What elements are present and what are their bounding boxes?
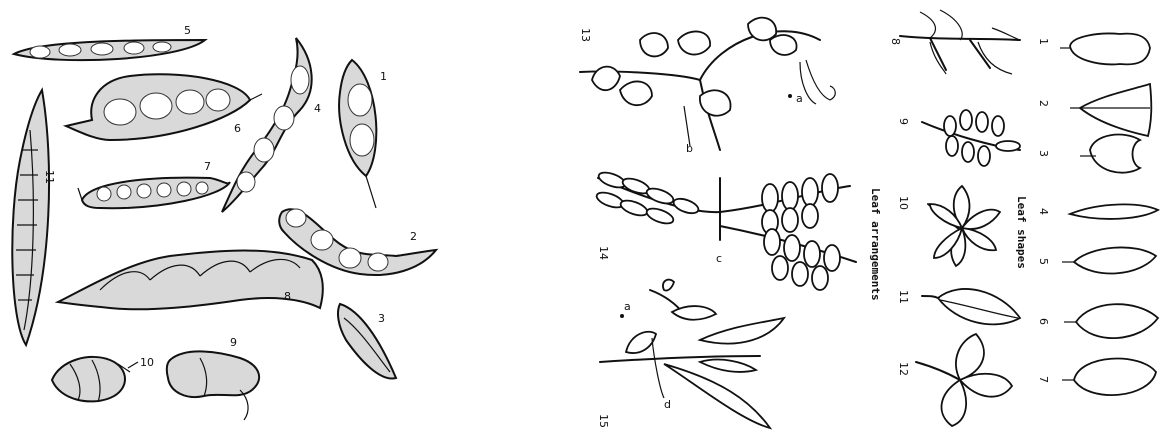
arrangement-9 [922, 110, 1020, 166]
arrangement-label-10: 10 [897, 196, 910, 210]
pod-10 [52, 357, 138, 402]
leaf-shape-2 [1080, 84, 1151, 136]
pod-label-3: 3 [378, 312, 385, 325]
pod-label-7: 7 [204, 160, 211, 173]
arrangement-letter-c: c [716, 252, 722, 265]
leaf-shape-label-6: 6 [1037, 318, 1050, 325]
pod-label-2: 2 [410, 230, 417, 243]
leaf-shape-7 [1074, 359, 1156, 396]
arrangement-label-13: 13 [579, 28, 592, 42]
pod-label-11: 11 [43, 170, 56, 184]
pod-label-1: 1 [380, 70, 387, 83]
leaf-arrangements-panel: 13 b a [579, 10, 1020, 428]
leaf-shape-label-5: 5 [1037, 258, 1050, 265]
leaf-shapes-panel: Leaf shapes 1 2 3 4 5 6 7 [1015, 34, 1158, 396]
leaf-shape-5 [1074, 247, 1156, 273]
pod-label-6: 6 [234, 122, 241, 135]
arrangement-label-15: 15 [597, 414, 610, 428]
arrangement-label-12: 12 [897, 362, 910, 376]
leaf-shape-label-1: 1 [1037, 38, 1050, 45]
arrangement-13 [580, 18, 835, 150]
arrangement-12 [916, 334, 1012, 426]
pod-label-10: 10 [140, 356, 154, 369]
arrangement-10 [928, 186, 1000, 266]
leaf-shape-label-2: 2 [1037, 100, 1050, 107]
pod-5 [14, 40, 205, 60]
arrangement-letter-b: b [686, 142, 693, 155]
pod-9 [167, 351, 259, 420]
arrangement-letter-a-15: a [624, 300, 631, 313]
leaf-arrangements-caption: Leaf arrangements [869, 188, 882, 301]
pod-label-8: 8 [284, 290, 291, 303]
arrangement-label-9: 9 [897, 118, 910, 125]
pod-6 [66, 74, 262, 140]
leaf-shape-4 [1070, 204, 1158, 219]
arrangement-letter-d: d [664, 398, 671, 411]
pod-7 [78, 178, 230, 209]
arrangement-label-11: 11 [897, 290, 910, 304]
pod-3 [338, 304, 396, 378]
leaf-shape-1 [1070, 34, 1150, 65]
pods-panel: 5 6 11 [12, 24, 436, 420]
leaf-shape-6 [1076, 304, 1158, 338]
pod-label-4: 4 [314, 102, 321, 115]
leaf-shape-3 [1090, 135, 1140, 173]
leaf-shape-label-3: 3 [1037, 150, 1050, 157]
pod-label-5: 5 [184, 24, 191, 37]
leaf-shape-label-7: 7 [1037, 376, 1050, 383]
arrangement-11 [922, 289, 1020, 324]
arrangement-14 [595, 170, 856, 290]
arrangement-letter-a-13: a [796, 92, 803, 105]
pod-1 [339, 60, 376, 208]
leaf-shape-label-4: 4 [1037, 208, 1050, 215]
pod-label-9: 9 [230, 336, 237, 349]
leaf-shapes-caption: Leaf shapes [1015, 196, 1028, 269]
pod-11 [12, 90, 49, 345]
arrangement-label-14: 14 [597, 246, 610, 260]
arrangement-label-8: 8 [889, 38, 902, 45]
arrangement-8 [900, 10, 1020, 74]
